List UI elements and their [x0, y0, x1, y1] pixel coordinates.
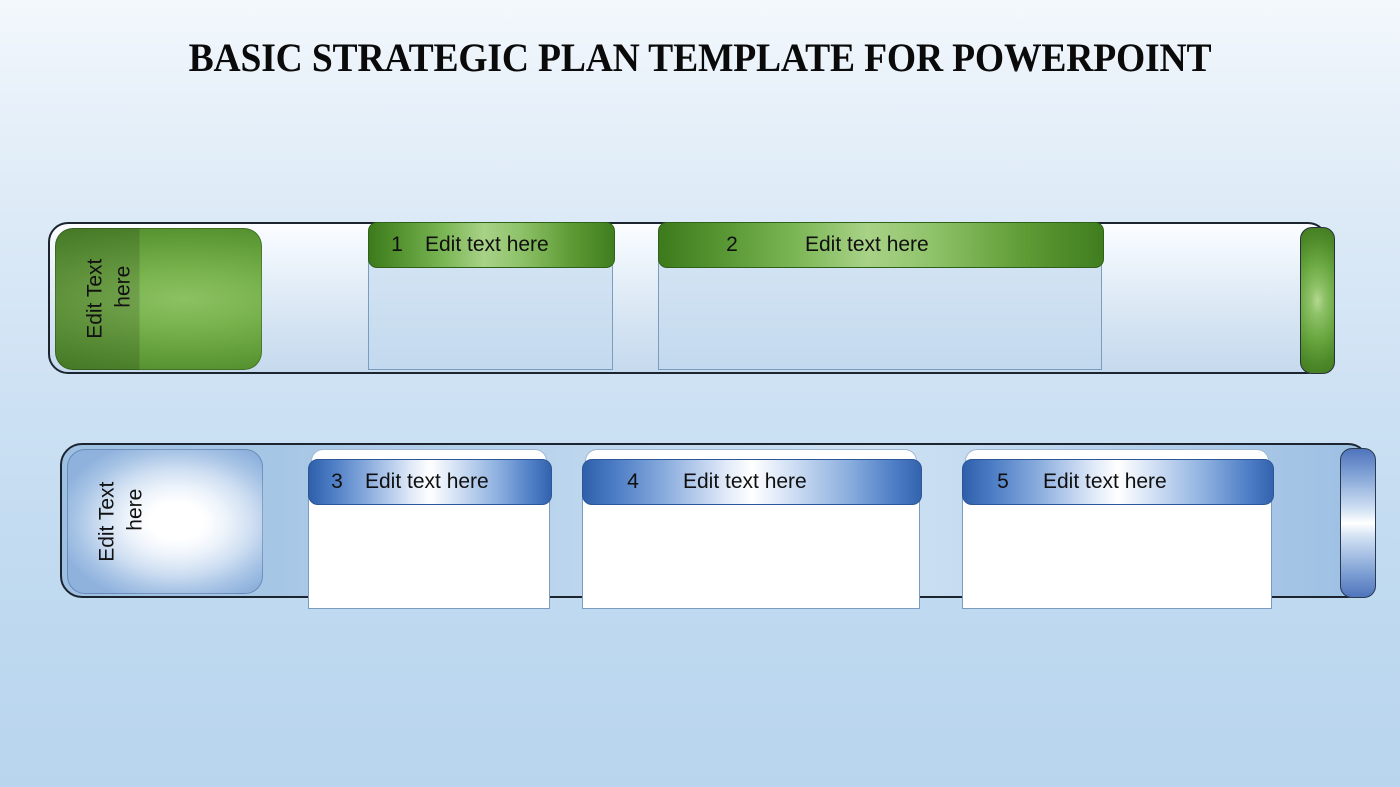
card-1[interactable]: 1 Edit text here: [368, 222, 615, 372]
card-4-number: 4: [627, 470, 639, 493]
strategy-row-blue[interactable]: Edit Text here 3 Edit text here 4 Edit t…: [60, 443, 1376, 609]
card-5-label: Edit text here: [1043, 470, 1167, 493]
row-end-cap-blue: [1340, 448, 1376, 598]
card-1-label: Edit text here: [425, 233, 549, 256]
card-2[interactable]: 2 Edit text here: [658, 222, 1104, 372]
card-4-header[interactable]: 4 Edit text here: [582, 459, 922, 505]
card-3-label: Edit text here: [365, 470, 489, 493]
page-title: BASIC STRATEGIC PLAN TEMPLATE FOR POWERP…: [188, 35, 1212, 80]
row-label-line2-blue: here: [123, 488, 147, 531]
row-label-tab-blue[interactable]: Edit Text here: [67, 449, 263, 594]
card-1-number: 1: [391, 233, 403, 256]
strategy-row-green[interactable]: Edit Text here 1 Edit text here 2 Edit t…: [48, 222, 1335, 374]
card-3-header[interactable]: 3 Edit text here: [308, 459, 552, 505]
row-label-line2-green: here: [111, 265, 135, 309]
card-2-label: Edit text here: [805, 233, 929, 256]
card-3-number: 3: [331, 470, 343, 493]
row-label-text-blue: Edit Text here: [67, 449, 263, 594]
row-label-line1-blue: Edit Text: [95, 481, 119, 562]
row-end-cap-green: [1300, 227, 1335, 374]
card-5[interactable]: 5 Edit text here: [962, 449, 1274, 609]
card-3[interactable]: 3 Edit text here: [308, 449, 552, 609]
card-5-header[interactable]: 5 Edit text here: [962, 459, 1274, 505]
row-label-text-green: Edit Text here: [55, 228, 262, 370]
card-2-header[interactable]: 2 Edit text here: [658, 222, 1104, 268]
card-5-number: 5: [997, 470, 1009, 493]
card-2-number: 2: [726, 233, 738, 256]
row-label-tab-green[interactable]: Edit Text here: [55, 228, 262, 370]
card-4-label: Edit text here: [683, 470, 807, 493]
card-1-header[interactable]: 1 Edit text here: [368, 222, 615, 268]
row-label-line1-green: Edit Text: [83, 258, 107, 340]
card-4[interactable]: 4 Edit text here: [582, 449, 922, 609]
